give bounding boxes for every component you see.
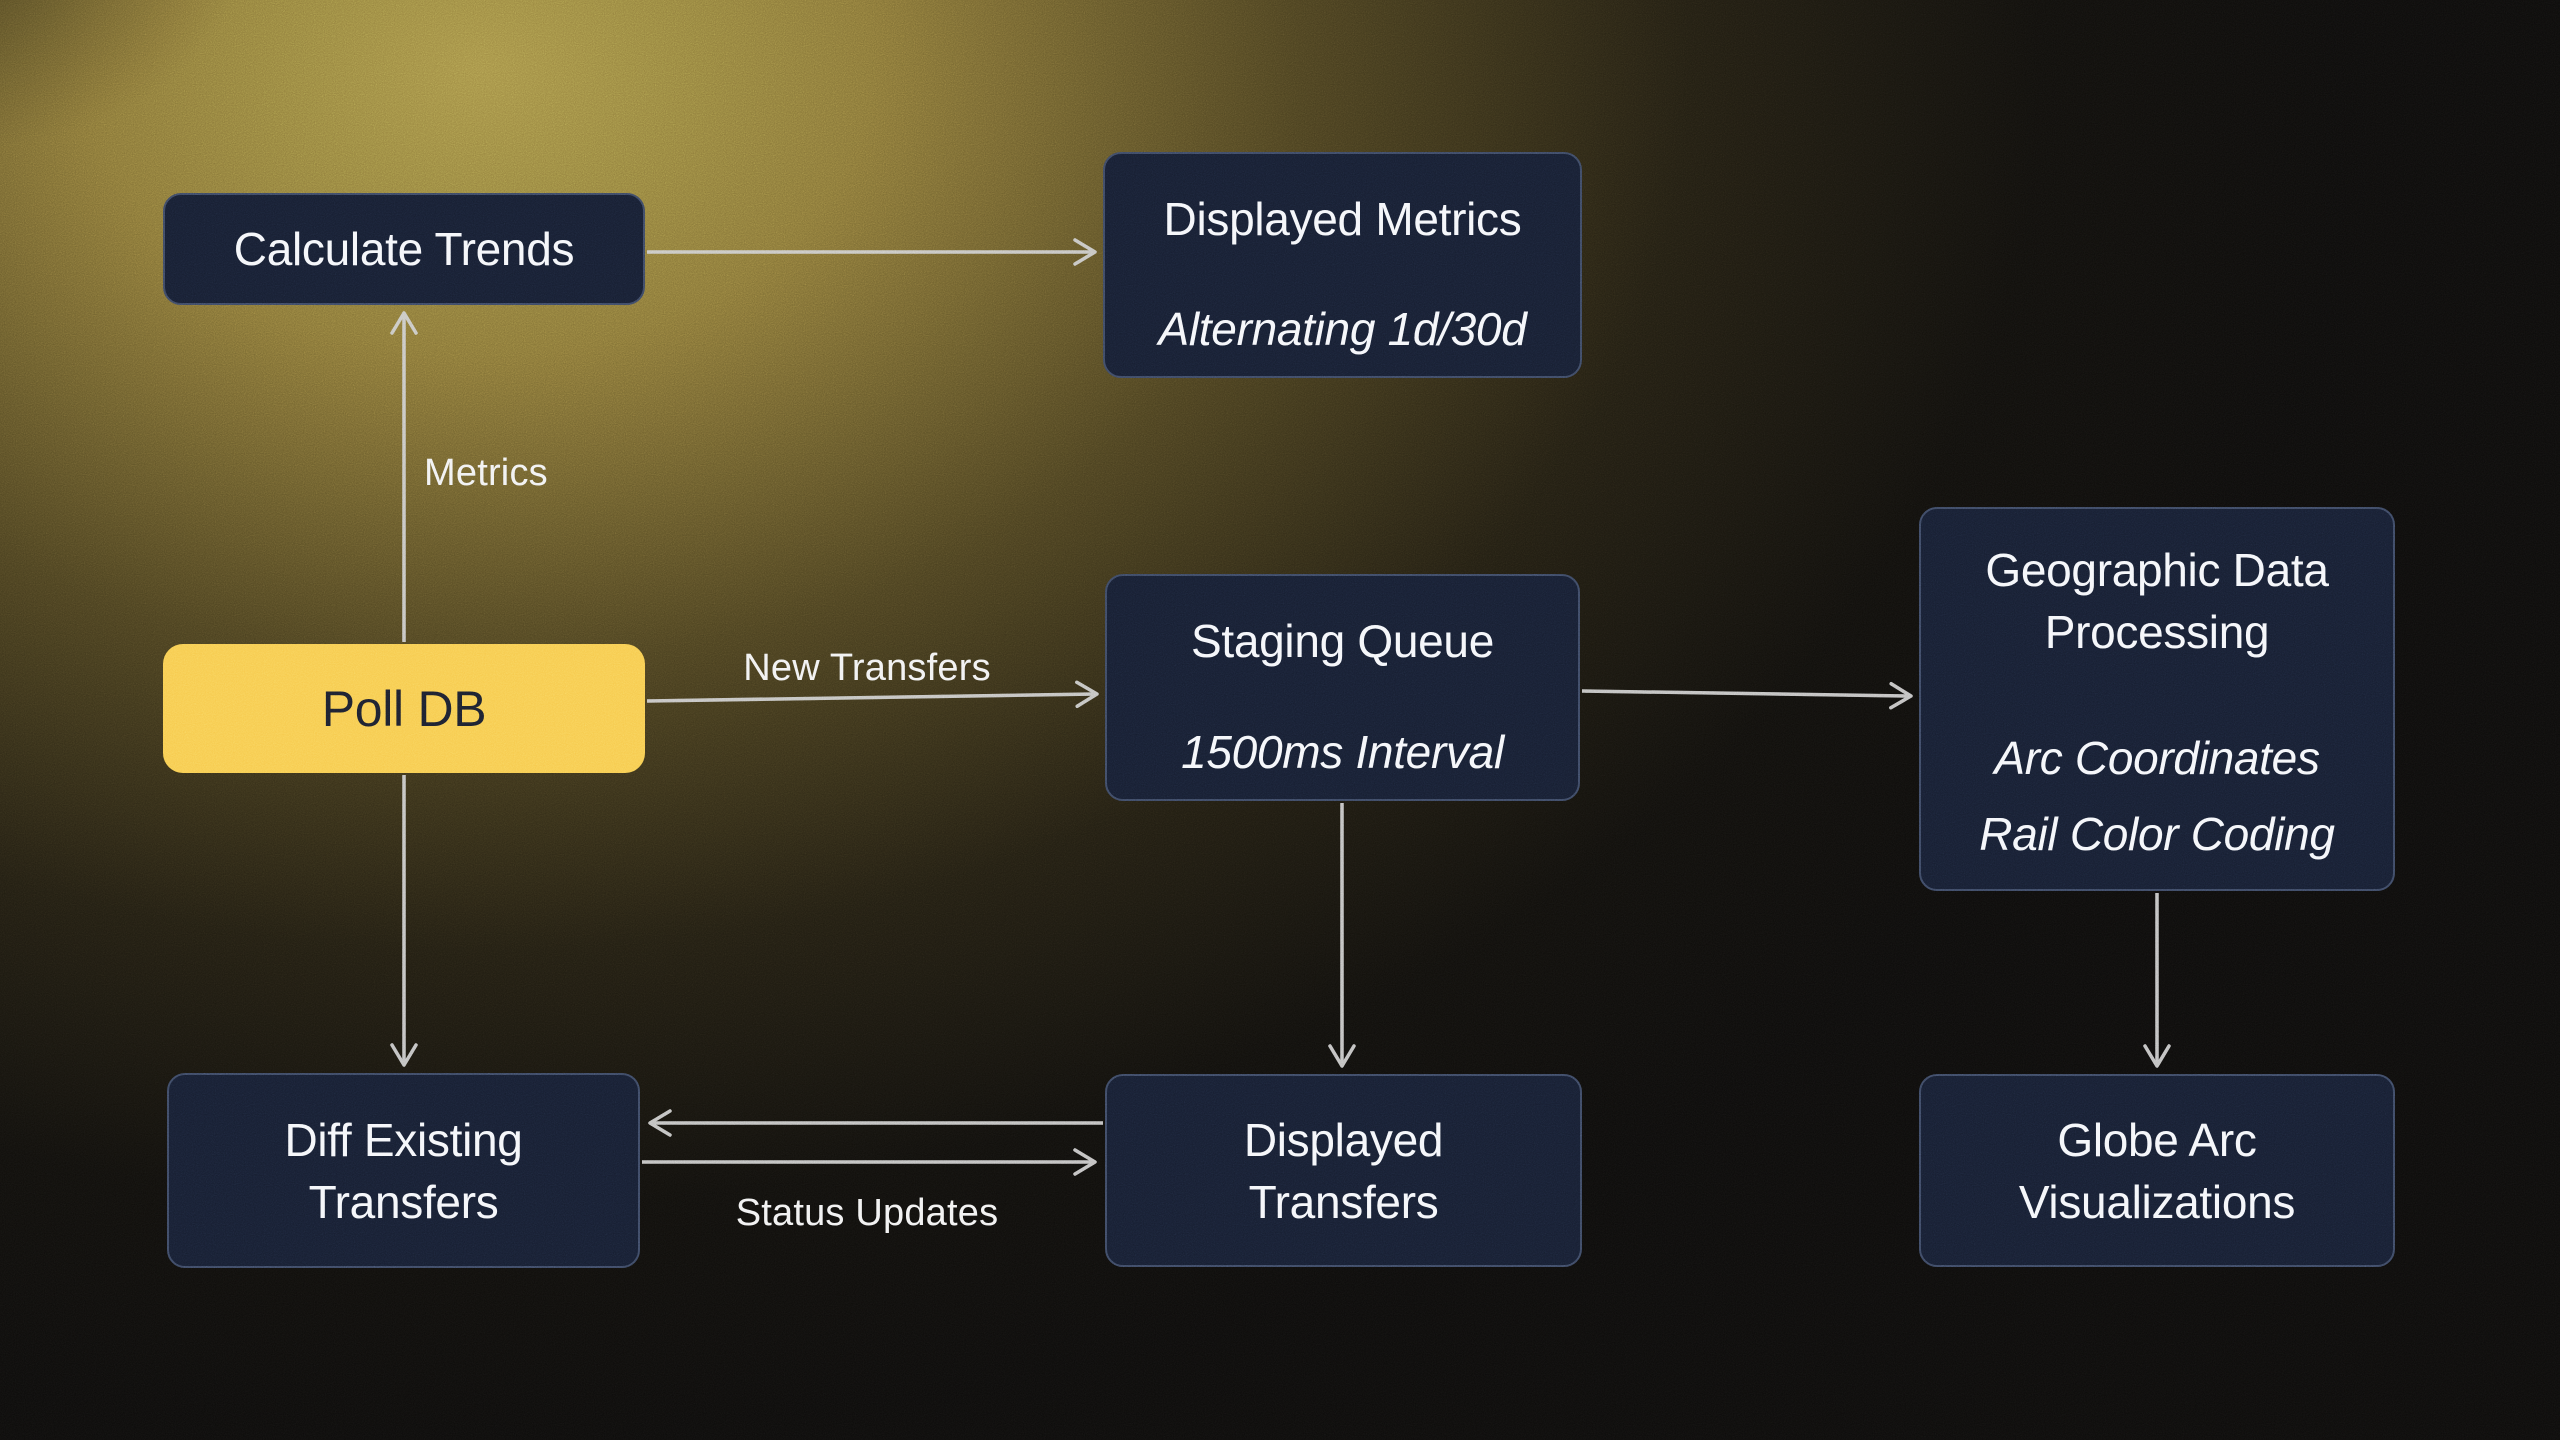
node-diff-existing-transfers: Diff Existing Transfers <box>167 1073 640 1268</box>
node-displayed-metrics: Displayed Metrics Alternating 1d/30d <box>1103 152 1582 378</box>
node-subtitle: Alternating 1d/30d <box>1158 303 1527 355</box>
edge-label-new-transfers: New Transfers <box>743 647 991 689</box>
node-title: Geographic Data Processing <box>1985 544 2329 658</box>
node-geographic-data-processing: Geographic Data Processing Arc Coordinat… <box>1919 507 2395 891</box>
edge-label-status-updates: Status Updates <box>735 1192 999 1234</box>
node-poll-db: Poll DB <box>163 644 645 773</box>
arrow-staging-queue-to-geographic-data-processing <box>1581 681 1913 710</box>
edge-label-metrics: Metrics <box>424 452 548 494</box>
node-title: Displayed Metrics <box>1163 193 1522 245</box>
node-subtitle: Arc Coordinates <box>1994 732 2320 784</box>
node-title: Displayed Transfers <box>1243 1113 1444 1228</box>
node-subtitle: 1500ms Interval <box>1181 726 1504 778</box>
node-title: Staging Queue <box>1190 615 1494 667</box>
node-globe-arc-visualizations: Globe Arc Visualizations <box>1919 1074 2395 1267</box>
node-displayed-transfers: Displayed Transfers <box>1105 1074 1582 1267</box>
arrow-poll-db-to-staging-queue <box>646 680 1099 709</box>
node-title: Calculate Trends <box>233 223 575 275</box>
node-subtitle: Rail Color Coding <box>1979 808 2335 860</box>
node-calculate-trends: Calculate Trends <box>163 193 645 305</box>
node-title: Poll DB <box>321 680 487 737</box>
node-title: Diff Existing Transfers <box>284 1113 523 1228</box>
node-staging-queue: Staging Queue 1500ms Interval <box>1105 574 1580 801</box>
node-title: Globe Arc Visualizations <box>2018 1113 2296 1228</box>
node-subtitles: Arc Coordinates Rail Color Coding <box>1979 727 2335 865</box>
